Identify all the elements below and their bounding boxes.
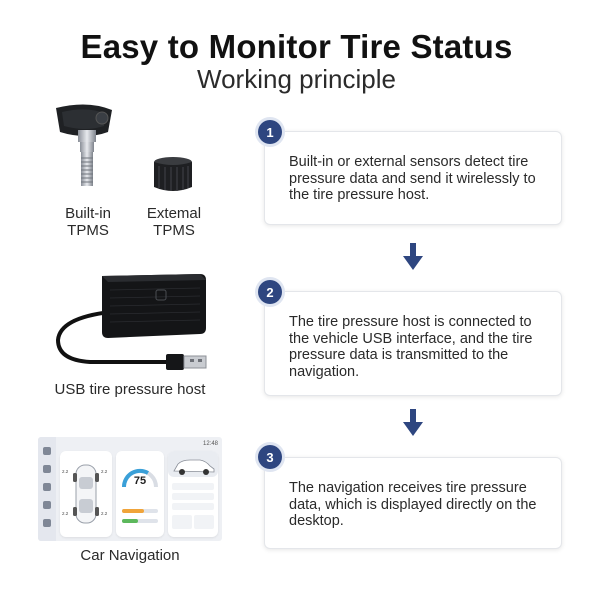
external-tpms-caption: Extemal TPMS — [136, 205, 212, 239]
car-top-view-icon — [73, 464, 99, 524]
tire-rear-right-value: 2.2 — [101, 511, 108, 516]
step-card-3: The navigation receives tire pressure da… — [264, 457, 562, 549]
nav-vehicle-panel — [168, 451, 218, 537]
usb-host-caption: USB tire pressure host — [54, 381, 206, 398]
step-1-badge: 1 — [258, 120, 282, 144]
builtin-tpms-caption-line1: Built-in — [65, 205, 111, 222]
nav-tire-panel: 2.2 2.2 2.2 2.2 — [60, 451, 112, 537]
page-subtitle: Working principle — [197, 64, 396, 94]
nav-sidebar-icon — [43, 465, 51, 473]
car-side-icon — [168, 451, 218, 529]
tire-front-left-value: 2.2 — [62, 469, 69, 474]
external-tpms-caption-line2: TPMS — [153, 222, 195, 239]
step-card-2: The tire pressure host is connected to t… — [264, 291, 562, 396]
nav-sidebar-icon — [43, 501, 51, 509]
builtin-tpms-caption: Built-in TPMS — [50, 205, 126, 239]
builtin-tpms-illustration — [48, 100, 132, 200]
page-title: Easy to Monitor Tire Status — [80, 28, 513, 65]
down-arrow-icon — [403, 243, 423, 276]
tire-front-right-value: 2.2 — [101, 469, 108, 474]
usb-host-illustration — [50, 268, 215, 373]
down-arrow-icon — [403, 409, 423, 442]
step-2-badge: 2 — [258, 280, 282, 304]
step-3-badge: 3 — [258, 445, 282, 469]
nav-sidebar-icon — [43, 519, 51, 527]
external-tpms-caption-line1: Extemal — [146, 205, 202, 222]
external-tpms-illustration — [148, 155, 198, 197]
nav-speed-panel — [116, 451, 164, 537]
nav-sidebar — [38, 437, 56, 541]
step-card-1: Built-in or external sensors detect tire… — [264, 131, 562, 225]
nav-speed-value: 75 — [133, 475, 147, 487]
speedometer-icon — [121, 468, 158, 523]
tire-rear-left-value: 2.2 — [62, 511, 69, 516]
step-2-text: The tire pressure host is connected to t… — [289, 314, 533, 380]
nav-sidebar-icon — [43, 447, 51, 455]
step-1-text: Built-in or external sensors detect tire… — [289, 154, 536, 203]
usb-device-icon — [55, 274, 207, 370]
valve-sensor-icon — [56, 104, 112, 186]
nav-sidebar-icon — [43, 483, 51, 491]
car-navigation-screen: 12:48 2.2 2.2 2.2 2.2 75 — [38, 437, 222, 541]
car-navigation-caption: Car Navigation — [80, 547, 180, 564]
nav-clock: 12:48 — [202, 441, 218, 447]
builtin-tpms-caption-line2: TPMS — [67, 222, 109, 239]
step-3-text: The navigation receives tire pressure da… — [289, 480, 537, 529]
cap-sensor-icon — [154, 157, 192, 191]
